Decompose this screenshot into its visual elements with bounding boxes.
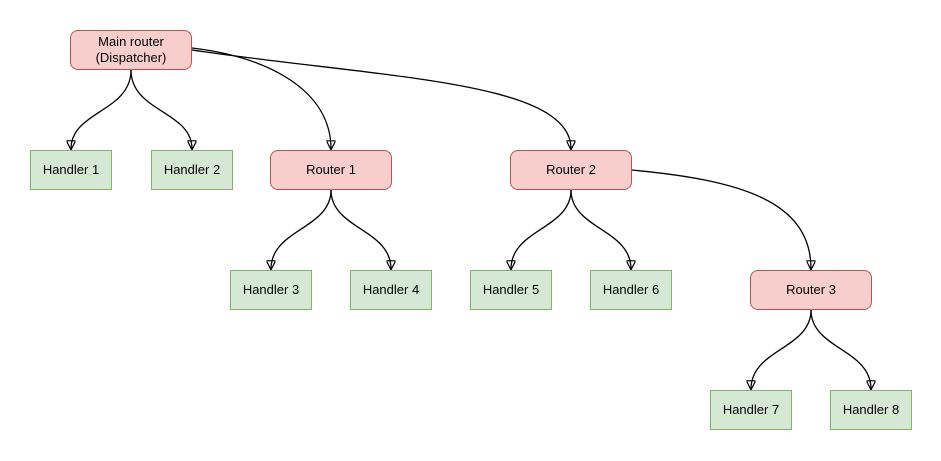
edge-main-router-to-router-2 <box>191 49 571 149</box>
node-handler-6: Handler 6 <box>590 270 672 310</box>
edge-router-2-to-handler-5 <box>511 189 572 269</box>
edge-router-2-to-router-3 <box>631 169 811 269</box>
node-router-3-label: Router 3 <box>786 281 836 297</box>
node-handler-3: Handler 3 <box>230 270 312 310</box>
node-router-2-label: Router 2 <box>546 161 596 177</box>
edge-router-1-to-handler-4 <box>330 189 391 269</box>
edge-router-1-to-handler-3 <box>271 189 332 269</box>
node-router-1-label: Router 1 <box>306 161 356 177</box>
node-handler-1-label: Handler 1 <box>42 161 100 177</box>
node-router-3: Router 3 <box>750 270 872 310</box>
node-handler-5-label: Handler 5 <box>482 281 540 297</box>
edge-router-3-to-handler-7 <box>751 309 812 389</box>
node-handler-8: Handler 8 <box>830 390 912 430</box>
node-handler-3-label: Handler 3 <box>242 281 300 297</box>
node-main-router-label-line2: (Dispatcher) <box>95 50 167 65</box>
node-handler-1: Handler 1 <box>30 150 112 190</box>
edge-main-router-to-router-1 <box>191 47 331 149</box>
node-router-2: Router 2 <box>510 150 632 190</box>
node-handler-2: Handler 2 <box>151 150 233 190</box>
node-handler-2-label: Handler 2 <box>163 161 221 177</box>
edge-main-router-to-handler-1 <box>71 69 132 149</box>
node-handler-8-label: Handler 8 <box>842 401 900 417</box>
node-handler-6-label: Handler 6 <box>602 281 660 297</box>
edge-router-3-to-handler-8 <box>810 309 871 389</box>
node-handler-4: Handler 4 <box>350 270 432 310</box>
node-handler-5: Handler 5 <box>470 270 552 310</box>
node-handler-4-label: Handler 4 <box>362 281 420 297</box>
edge-main-router-to-handler-2 <box>130 69 192 149</box>
node-router-1: Router 1 <box>270 150 392 190</box>
node-handler-7-label: Handler 7 <box>722 401 780 417</box>
edge-router-2-to-handler-6 <box>570 189 631 269</box>
node-handler-7: Handler 7 <box>710 390 792 430</box>
node-main-router-label-line1: Main router <box>98 33 164 49</box>
node-main-router: Main router (Dispatcher) <box>70 30 192 70</box>
